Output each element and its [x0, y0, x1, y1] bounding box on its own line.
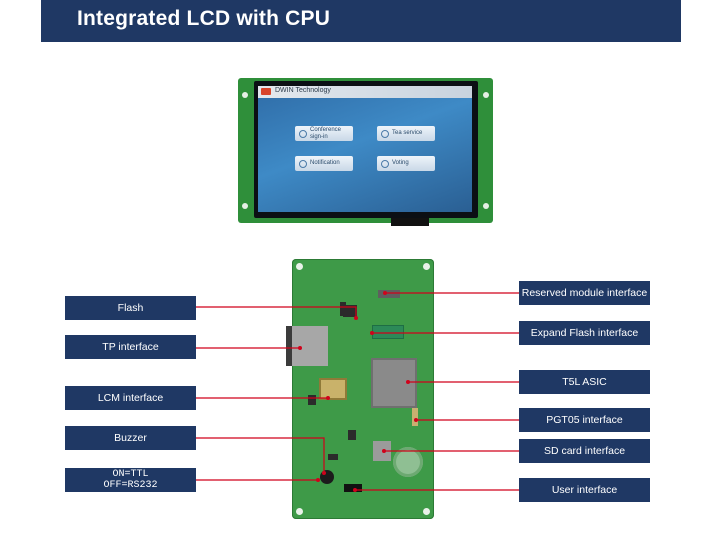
mount-hole [242, 92, 248, 98]
reserved-module-header [378, 290, 400, 298]
mount-hole [423, 508, 430, 515]
hand-icon [381, 159, 389, 168]
mount-hole [483, 92, 489, 98]
page-title: Integrated LCD with CPU [77, 7, 331, 30]
page-header: Integrated LCD with CPU [41, 0, 681, 42]
smd-part [328, 454, 338, 460]
mount-hole [242, 203, 248, 209]
label-ttl-line2: OFF=RS232 [103, 480, 158, 491]
cup-icon [381, 129, 389, 138]
sd-card-slot [373, 441, 391, 461]
label-flash: Flash [65, 296, 196, 320]
smd-part [340, 302, 346, 316]
smd-part [348, 430, 356, 440]
lcd-button-conference: Conference sign-in [295, 126, 353, 141]
person-icon [299, 129, 307, 138]
lcd-button-label: Voting [392, 160, 409, 166]
label-tp-interface: TP interface [65, 335, 196, 359]
mount-hole [296, 508, 303, 515]
label-t5l-asic: T5L ASIC [519, 370, 650, 394]
lcd-display: DWIN Technology Conference sign-in Tea s… [258, 86, 472, 212]
lcd-button-notification: Notification [295, 156, 353, 171]
lcd-button-voting: Voting [377, 156, 435, 171]
tp-fpc-connector [286, 326, 328, 366]
label-reserved-module: Reserved module interface [519, 281, 650, 305]
coin-cell-holder [393, 447, 423, 477]
brand-logo-icon [261, 88, 271, 95]
label-expand-flash: Expand Flash interface [519, 321, 650, 345]
label-lcm-interface: LCM interface [65, 386, 196, 410]
smd-part [308, 395, 316, 405]
pgt05-header [412, 408, 418, 426]
lcd-ribbon-cable [391, 218, 429, 226]
lcd-button-tea: Tea service [377, 126, 435, 141]
t5l-asic-chip [373, 360, 415, 406]
label-user-interface: User interface [519, 478, 650, 502]
lcd-title-bar: DWIN Technology [258, 86, 472, 98]
user-connector [344, 484, 362, 492]
lcd-brand-text: DWIN Technology [275, 87, 331, 94]
label-ttl-line1: ON=TTL [112, 469, 149, 480]
mount-hole [483, 203, 489, 209]
label-sd-card: SD card interface [519, 439, 650, 463]
label-buzzer: Buzzer [65, 426, 196, 450]
lcd-button-label: Notification [310, 160, 340, 166]
lcm-connector [319, 378, 347, 400]
buzzer-component [320, 470, 334, 484]
expand-flash-footprint [372, 325, 404, 339]
bell-icon [299, 159, 307, 168]
lcd-button-label: Conference sign-in [310, 126, 342, 140]
mount-hole [423, 263, 430, 270]
label-pgt05: PGT05 interface [519, 408, 650, 432]
mount-hole [296, 263, 303, 270]
lcd-button-label: Tea service [392, 130, 423, 136]
label-ttl-rs232: ON=TTL OFF=RS232 [65, 468, 196, 492]
